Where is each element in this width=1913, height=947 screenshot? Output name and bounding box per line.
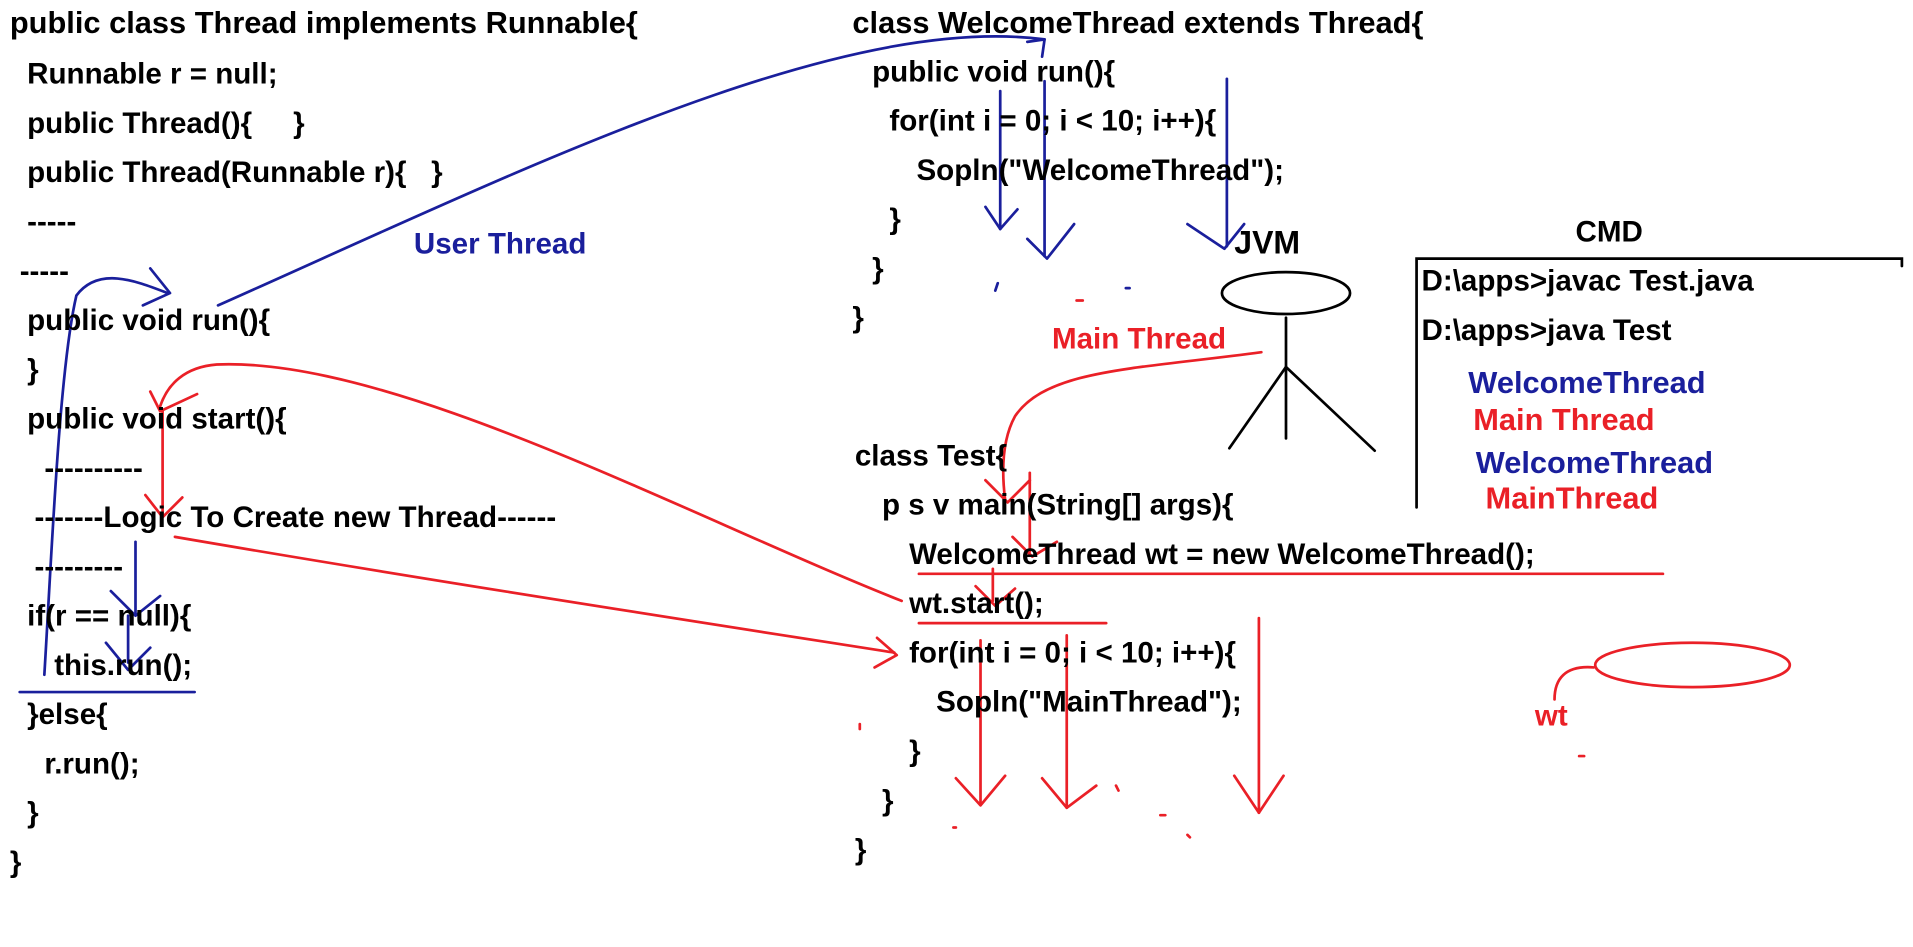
code-line: if(r == null){	[27, 599, 192, 633]
cmd-title: CMD	[1575, 215, 1643, 249]
main-thread-label: Main Thread	[1051, 322, 1227, 356]
main-thread-flow	[1001, 350, 1263, 502]
code-line: }	[889, 203, 901, 237]
cmd-line: D:\apps>javac Test.java	[1421, 264, 1754, 298]
cmd-output-line: WelcomeThread	[1468, 365, 1706, 401]
cmd-output-line: MainThread	[1485, 481, 1659, 516]
wt-link	[1553, 665, 1596, 701]
wt-object-ellipse	[1593, 641, 1792, 689]
code-line: wt.start();	[909, 587, 1044, 621]
code-line: }	[852, 301, 864, 335]
code-line: ---------	[34, 550, 124, 584]
code-line: }	[854, 833, 867, 867]
code-line: }else{	[27, 698, 108, 732]
code-line: -------Logic To Create new Thread------	[34, 501, 557, 535]
user-thread-label: User Thread	[413, 227, 587, 262]
code-line: }	[872, 252, 884, 286]
code-line: }	[27, 796, 39, 830]
code-line: Runnable r = null;	[27, 57, 278, 92]
cmd-output-line: WelcomeThread	[1475, 445, 1714, 481]
code-line: WelcomeThread wt = new WelcomeThread();	[909, 538, 1535, 572]
logic-to-main-loop	[173, 535, 896, 654]
code-line: this.run();	[54, 648, 193, 683]
code-line: -----	[19, 254, 69, 289]
code-line: public void run(){	[872, 55, 1116, 89]
cmd-box-border	[1415, 257, 1904, 509]
code-line: }	[881, 784, 894, 818]
code-line: public class Thread implements Runnable{	[9, 6, 638, 41]
wt-label: wt	[1534, 699, 1568, 733]
code-line: public void start(){	[27, 402, 287, 436]
code-line: public Thread(){ }	[27, 107, 305, 141]
jvm-label: JVM	[1234, 224, 1301, 262]
code-line: r.run();	[44, 747, 140, 781]
cmd-line: D:\apps>java Test	[1421, 314, 1672, 348]
code-line: -----	[27, 205, 77, 239]
code-line: for(int i = 0; i < 10; i++){	[889, 104, 1217, 138]
code-line: Sopln("MainThread");	[936, 685, 1242, 720]
code-line: Sopln("WelcomeThread");	[916, 153, 1284, 188]
code-line: }	[9, 845, 22, 880]
code-line: public void run(){	[27, 304, 271, 338]
code-line: class WelcomeThread extends Thread{	[852, 6, 1424, 41]
code-line: }	[27, 353, 39, 387]
this-run-loop	[42, 276, 169, 677]
code-line: p s v main(String[] args){	[881, 488, 1234, 523]
code-line: public Thread(Runnable r){ }	[27, 156, 443, 190]
user-thread-arrow-to-run	[216, 35, 1046, 307]
cmd-output-line: Main Thread	[1473, 402, 1655, 438]
jvm-stick-figure	[1220, 270, 1377, 453]
code-line: ----------	[44, 451, 143, 486]
code-line: }	[909, 735, 921, 769]
code-line: for(int i = 0; i < 10; i++){	[909, 636, 1236, 670]
start-to-start-method	[158, 362, 904, 603]
code-line: class Test{	[854, 439, 1008, 473]
